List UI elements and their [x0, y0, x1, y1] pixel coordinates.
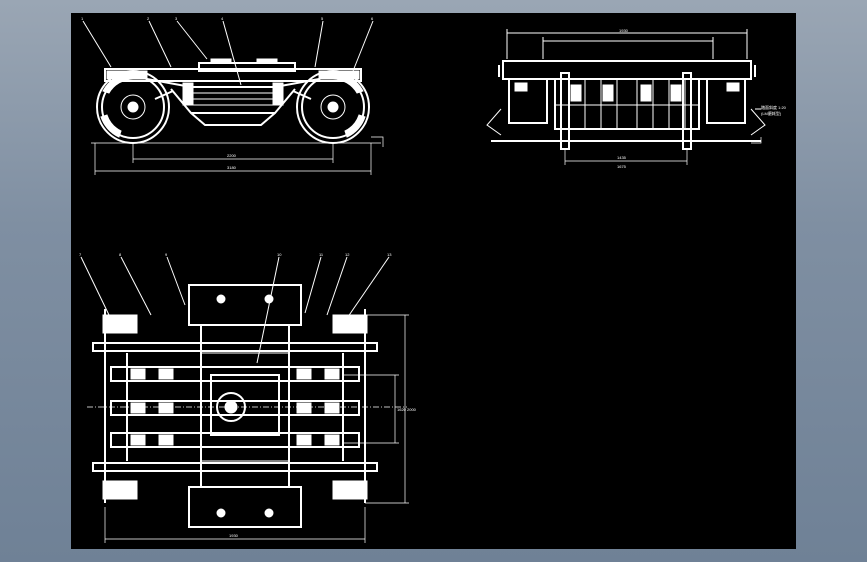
- tread-profile-note: (LM磨耗型): [761, 110, 782, 116]
- wheelbase-dim: 2200: [227, 153, 237, 158]
- side-view-dimensions: 2200 3180: [91, 136, 384, 175]
- side-view-leaders: [82, 20, 374, 86]
- callout-11: 11: [319, 252, 324, 257]
- top-view: 7 8 9 10 11 12 13 1620 2000 1930: [79, 252, 417, 543]
- callout-1: 1: [81, 16, 84, 21]
- axle-rear: [92, 462, 378, 500]
- callout-8: 8: [119, 252, 122, 257]
- end-view: 1435 1675 1930 踏面斜度 1:20 (LM磨耗型): [486, 28, 787, 169]
- inner-dim: 1620: [397, 407, 407, 412]
- cad-drawing-canvas[interactable]: 1 2 3 4 5 6 2200 3180: [71, 13, 796, 549]
- side-frame: [104, 58, 362, 126]
- end-width-dim: 1930: [619, 28, 629, 33]
- axle-front: [92, 314, 378, 352]
- end-center-block: [554, 78, 700, 130]
- end-view-note: 踏面斜度 1:20 (LM磨耗型): [755, 104, 787, 116]
- track-dim: 1675: [617, 164, 627, 169]
- side-view: 1 2 3 4 5 6 2200 3180: [81, 16, 384, 175]
- callout-5: 5: [321, 16, 324, 21]
- top-view-leaders: [80, 256, 390, 364]
- callout-4: 4: [221, 16, 224, 21]
- callout-7: 7: [79, 252, 82, 257]
- bolster-outline: [498, 29, 756, 124]
- top-view-callouts: 7 8 9 10 11 12 13: [79, 252, 392, 257]
- outer-dim: 2000: [407, 407, 417, 412]
- bogie-drawing: 1 2 3 4 5 6 2200 3180: [79, 16, 787, 543]
- cross-members: [110, 366, 360, 448]
- gauge-dim: 1435: [617, 155, 627, 160]
- tread-taper-note: 踏面斜度 1:20: [761, 104, 787, 110]
- callout-13: 13: [387, 252, 392, 257]
- wheelset-end: [486, 72, 766, 150]
- center-bolster: [188, 284, 302, 528]
- callout-12: 12: [345, 252, 350, 257]
- callout-2: 2: [147, 16, 150, 21]
- side-view-callouts: 1 2 3 4 5 6: [81, 16, 374, 21]
- callout-3: 3: [175, 16, 178, 21]
- callout-6: 6: [371, 16, 374, 21]
- overall-length-dim: 3180: [227, 165, 237, 170]
- callout-9: 9: [165, 252, 168, 257]
- top-view-dimensions: 1620 2000 1930: [87, 314, 417, 543]
- plan-width-dim: 1930: [229, 533, 239, 538]
- callout-10: 10: [277, 252, 282, 257]
- end-view-dimensions: 1435 1675 1930: [564, 28, 762, 169]
